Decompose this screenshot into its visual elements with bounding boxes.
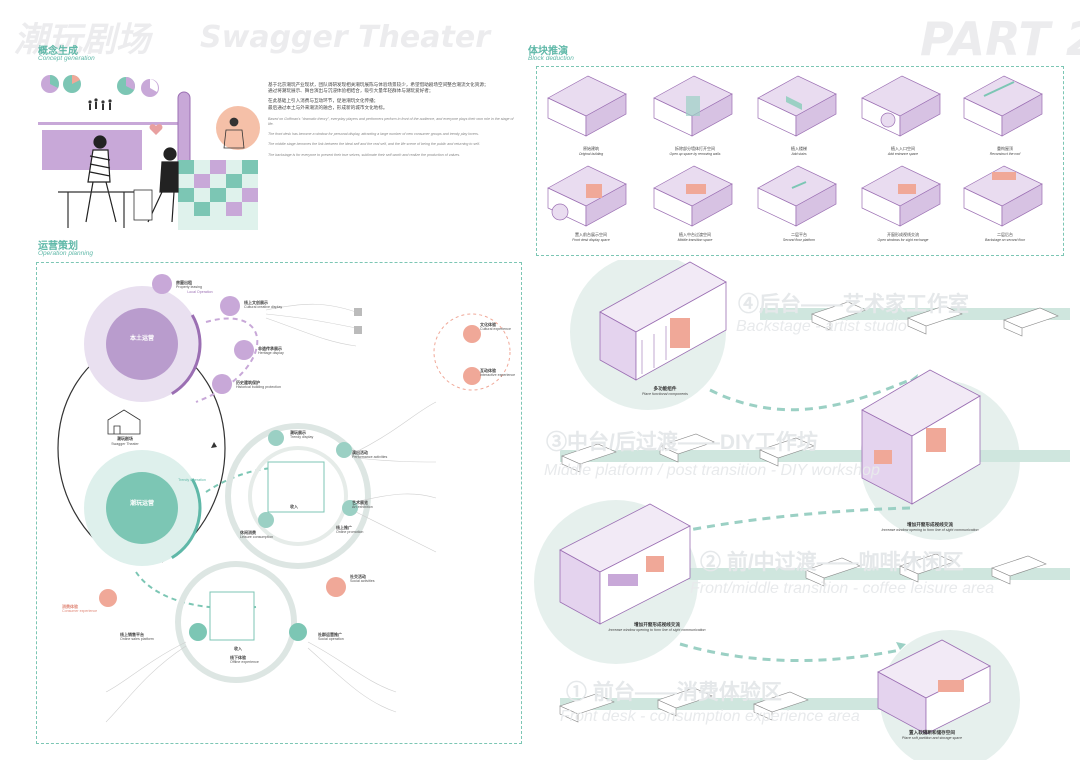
node-bottom-0: 线上销售平台 Online sales platform: [120, 632, 154, 641]
model-stage1: [877, 639, 991, 735]
block-step-9: [963, 165, 1043, 227]
dancer-icons: [88, 98, 112, 110]
block-step-5: [547, 165, 627, 227]
concept-para-en: Based on Goffman's "dramatic theory", ev…: [268, 116, 514, 127]
heart-icon: [149, 124, 163, 135]
block-step-4: [963, 75, 1043, 137]
node-top-2: 非遗传承展示 Heritage display: [258, 346, 284, 355]
ring-local-label: 本土运营: [129, 336, 154, 342]
ring-trend-label: 潮玩运营: [129, 501, 154, 507]
stage1-title: ① 前台——消费体验区: [566, 681, 782, 704]
center-building-en: Swagger Theater: [111, 442, 139, 446]
node-bottom-1: 线下体验 Offline experience: [230, 655, 259, 664]
concept-text: 基于北京潮玩产业现状，团队调研发现相关潮玩展陈与体验场景较少，希望借助剧场空间整…: [268, 82, 518, 158]
small-icons: [354, 308, 362, 334]
concept-para-cn: 基于北京潮玩产业现状，团队调研发现相关潮玩展陈与体验场景较少，希望借助剧场空间整…: [268, 82, 489, 87]
stage4-title: ④后台——艺术家工作室: [738, 293, 969, 316]
stages-art: [534, 260, 1070, 760]
node-top-3: 历史建筑保护 Historical building protection: [236, 380, 281, 389]
node-top-1: 线上文创展示 Cultural creative display: [244, 300, 283, 309]
pink-node-2: 互动体验 Interactive experience: [480, 368, 516, 377]
model-stage4: [599, 261, 727, 381]
node-bottom-3: 消费体验 Consumer experience: [62, 604, 98, 613]
node-bottom-2: 社群运营推广 Social operation: [318, 632, 344, 641]
stage3-subtitle: Middle platform / post transition - DIY …: [544, 462, 880, 479]
operation-subtitle: Operation planning: [38, 250, 93, 257]
middle-ring: [225, 423, 371, 569]
pink-node-1: 文化体验 Cultural experience: [480, 322, 511, 331]
block-subtitle: Block deduction: [528, 55, 574, 62]
block-step-6: [653, 165, 733, 227]
header-part: PART 2: [920, 12, 1080, 66]
operation-diagram: [57, 274, 511, 723]
concept-para-cn: 最后通过本土与外来潮流的融合，形成新的城市文化地标。: [268, 104, 388, 110]
block-diagrams: [547, 75, 1043, 227]
income-top: 收入: [290, 504, 298, 509]
stage2-subtitle: Front/middle transition - coffee leisure…: [690, 580, 995, 597]
node-top-0: 房屋出租 Property leasing: [176, 280, 202, 289]
checker-grid: [178, 160, 258, 230]
model-stage3: [861, 369, 981, 505]
node-right-0: 潮玩展示 Trendy display: [290, 430, 314, 439]
block-step-3: [861, 75, 941, 137]
people-figures: [58, 135, 179, 228]
operation-title: 运营策划: [38, 241, 78, 252]
block-step-0: [547, 75, 627, 137]
top-node-icons: [152, 274, 254, 394]
block-step-8: [861, 165, 941, 227]
income-bottom: 收入: [234, 646, 242, 651]
node-right-1: 演出活动 Performance activities: [352, 450, 388, 459]
caption-soft: 置入软隔断和储存空间 Place soft partition and stor…: [901, 730, 963, 740]
block-step-7: [757, 165, 837, 227]
node-right-5: 社交活动 Social activities: [350, 574, 375, 583]
caption-window2: 增加开窗形成视线交流 Increase window opening to fo…: [608, 622, 706, 632]
header-title-cn: 潮玩剧场: [14, 20, 150, 60]
node-right-2: 艺术展览 Art exhibition: [352, 500, 373, 509]
arc-trend-label: Trendy Operation: [178, 478, 206, 482]
stage1-subtitle: Front desk - consumption experience area: [560, 708, 860, 725]
concept-para-en: The backstage is for everyone to present…: [268, 152, 461, 157]
block-frame: [536, 66, 1064, 256]
concept-title: 概念生成: [38, 46, 78, 57]
operation-frame: [36, 262, 522, 744]
concept-para-cn: 在此基础上引入消费与互动环节，促进潮玩文化传播；: [268, 98, 379, 104]
stage4-subtitle: Backstage - artist studio: [736, 318, 907, 335]
small-models: [559, 301, 1059, 723]
caption-multi: 多功能组件 Place functional components: [642, 386, 688, 396]
block-step-2: [757, 75, 837, 137]
building-icon: [107, 409, 141, 435]
block-step-1: [653, 75, 733, 137]
concept-para-en: The middle stage becomes the link betwee…: [268, 142, 480, 147]
concept-para-cn: 通过将潮玩展示、舞台演出与沉浸体验相结合，吸引大量年轻群体与潮玩爱好者；: [268, 88, 434, 94]
header-title-en: Swagger Theater: [200, 20, 490, 55]
concept-illustration: [38, 75, 260, 230]
model-stage2: [559, 503, 691, 625]
node-right-3: 休闲消费 Leisure consumption: [240, 530, 274, 539]
concept-subtitle: Concept generation: [38, 55, 95, 62]
caption-window: 增加开窗形成视线交流 Increase window opening to fo…: [881, 522, 979, 532]
concept-para-en: The front desk has become a window for p…: [268, 132, 479, 137]
stage2-title: ② 前/中过渡——咖啡休闲区: [700, 551, 964, 574]
center-building-label: 潮玩剧场: [117, 436, 133, 441]
node-right-4: 线上推广 Online promotion: [336, 525, 364, 534]
arc-local-label: Local Operation: [187, 290, 213, 294]
stage3-title: ③中台/后过渡——DIY工作坊: [546, 431, 818, 454]
block-title: 体块推演: [528, 46, 568, 57]
